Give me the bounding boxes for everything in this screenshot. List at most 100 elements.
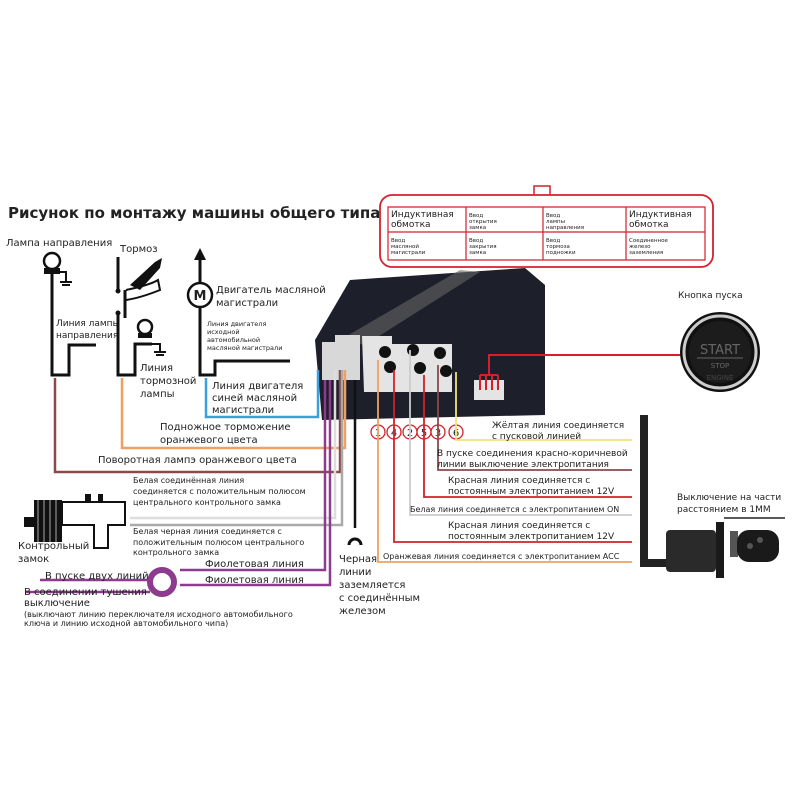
pinout-cell: Ввод — [391, 238, 405, 244]
lamp-icon — [42, 251, 72, 286]
redbrown-wire-label-2: линии выключение электропитания — [437, 460, 609, 470]
pinout-cell: железо — [629, 244, 651, 250]
pinout-cell: Ввод — [469, 238, 483, 244]
connector-pinout — [379, 185, 714, 268]
motor-icon — [186, 281, 214, 309]
orange-acc-wire-label: Оранжевая линия соединяется с электропит… — [383, 552, 620, 561]
brake-line-label-2: тормозной — [140, 376, 196, 387]
ground-label-3: заземляется — [339, 580, 405, 591]
pinout-cell: Соединенное — [629, 238, 669, 244]
start-text: START — [700, 343, 740, 358]
brake-lamp-icon — [136, 318, 166, 356]
violet-ring-icon — [147, 567, 177, 597]
pinout-cell: Ввод — [469, 213, 483, 219]
yellow-wire-label-2: с пусковой линией — [492, 432, 581, 442]
pinout-cell: замка — [469, 250, 486, 256]
start-button-label: Кнопка пуска — [678, 291, 743, 301]
redbrown-wire-label-1: В пуске соединения красно-коричневой — [437, 449, 628, 459]
ignition-cylinder-icon — [666, 517, 785, 578]
pinout-cell: обмотка — [391, 220, 431, 230]
control-lock-label-1: Контрольный — [18, 541, 89, 552]
pinout-cell: магистрали — [391, 250, 426, 256]
pinout-cell: обмотка — [629, 220, 669, 230]
violet-wire-label-1: Фиолетовая линия — [205, 559, 304, 570]
red-wire-1-label-1: Красная линия соединяется с — [448, 476, 590, 486]
ground-label-4: с соединённым — [339, 593, 420, 604]
start-stop-button: START STOP ENGINE — [680, 312, 760, 392]
whiteblack-wire-label-2: положительным полюсом центрального — [133, 538, 304, 547]
pinout-cell: закрытия — [469, 244, 497, 250]
oil-motor-circuit: M Двигатель масляной магистрали Линия дв… — [186, 248, 326, 419]
arrow-up-icon — [194, 248, 206, 260]
motor-symbol: M — [194, 289, 207, 304]
motor-orig-1: Линия двигателя — [207, 320, 266, 328]
blue-line-label-1: Линия двигателя — [212, 381, 303, 392]
brake-label: Тормоз — [119, 244, 158, 255]
whiteblack-wire-label-1: Белая черная линия соединяется с — [133, 527, 282, 536]
stop-text: STOP — [711, 362, 729, 370]
whiteblack-wire-label-3: контрольного замка — [133, 548, 219, 557]
motor-label-1: Двигатель масляной — [216, 285, 326, 296]
pinout-cell: замка — [469, 225, 486, 231]
white-wire-label-1: Белая соединённая линия — [133, 476, 244, 485]
motor-orig-2: исходной — [207, 328, 240, 336]
turn-lamp-circuit: Лампа направления Линия лампы направлени… — [6, 238, 120, 377]
pinout-cell: направления — [546, 225, 584, 231]
ignition-label-2: расстоянием в 1ММ — [677, 505, 771, 515]
turn-lamp-label: Лампа направления — [6, 238, 112, 249]
turn-lamp-line-label-2: направления — [56, 331, 118, 341]
start-two-lines-label: В пуске двух линий — [45, 571, 149, 582]
ground-label-2: линии — [339, 567, 371, 578]
motor-label-2: магистрали — [216, 298, 278, 309]
white-wire-label-2: соединяется с положительным полюсом — [133, 487, 306, 496]
kill-note-2: ключа и линию исходной автомобильного чи… — [24, 619, 228, 628]
foot-brake-label-2: оранжевого цвета — [160, 435, 258, 446]
foot-brake-label-1: Подножное торможение — [160, 422, 291, 433]
left-wires — [25, 370, 357, 594]
turn-lamp-line-label-1: Линия лампы — [56, 319, 120, 329]
violet-wire-label-2: Фиолетовая линия — [205, 575, 304, 586]
diagram-title: Рисунок по монтажу машины общего типа — [8, 204, 380, 222]
pinout-cell: заземления — [629, 250, 663, 256]
pinout-cell: открытия — [469, 219, 497, 225]
brake-line-label-1: Линия — [140, 363, 173, 374]
blue-line-label-3: магистрали — [212, 405, 274, 416]
white-on-wire-label: Белая линия соединяется с электропитание… — [410, 505, 619, 514]
blue-line-label-2: синей масляной — [212, 393, 297, 404]
brake-circuit: Тормоз Линия тормозной лампы — [115, 244, 196, 400]
control-lock-label-2: замок — [18, 554, 49, 565]
ground-label-5: железом — [339, 606, 386, 617]
control-module — [315, 268, 690, 420]
car-key-icon — [737, 530, 779, 562]
brake-line-label-3: лампы — [140, 389, 175, 400]
pinout-cell: лампы — [546, 219, 565, 225]
yellow-wire-label-1: Жёлтая линия соединяется — [492, 421, 624, 431]
kill-switch-label-1: В соединении тушения — [24, 587, 147, 598]
red-wire-2-label-2: постоянным электропитанием 12V — [448, 532, 615, 542]
ground-icon — [347, 537, 363, 546]
engine-text: ENGINE — [707, 374, 734, 382]
pinout-cell: тормоза — [546, 244, 570, 250]
red-wire-2-label-1: Красная линия соединяется с — [448, 521, 590, 531]
motor-orig-3: автомобильной — [207, 336, 260, 344]
pinout-cell: подножки — [546, 250, 576, 256]
ignition-bracket — [640, 415, 668, 567]
ignition-label-1: Выключение на части — [677, 493, 781, 503]
pinout-cell: Ввод — [546, 238, 560, 244]
red-wire-1-label-2: постоянным электропитанием 12V — [448, 487, 615, 497]
control-lock-icon — [24, 494, 126, 549]
kill-switch-label-2: выключение — [24, 598, 90, 609]
pinout-cell: масляной — [391, 243, 419, 250]
motor-orig-4: масляной магистрали — [207, 344, 282, 352]
pinout-cell: Индуктивная — [391, 210, 454, 220]
kill-note-1: (выключают линию переключателя исходного… — [24, 610, 293, 619]
pinout-cell: Ввод — [546, 213, 560, 219]
white-wire-label-3: центрального контрольного замка — [133, 498, 281, 507]
right-wires — [377, 350, 632, 563]
turn-lamp-wire-label: Поворотная лампэ оранжевого цвета — [98, 455, 297, 466]
brake-pedal-icon — [125, 258, 162, 301]
ground-label-1: Черная — [339, 554, 377, 565]
